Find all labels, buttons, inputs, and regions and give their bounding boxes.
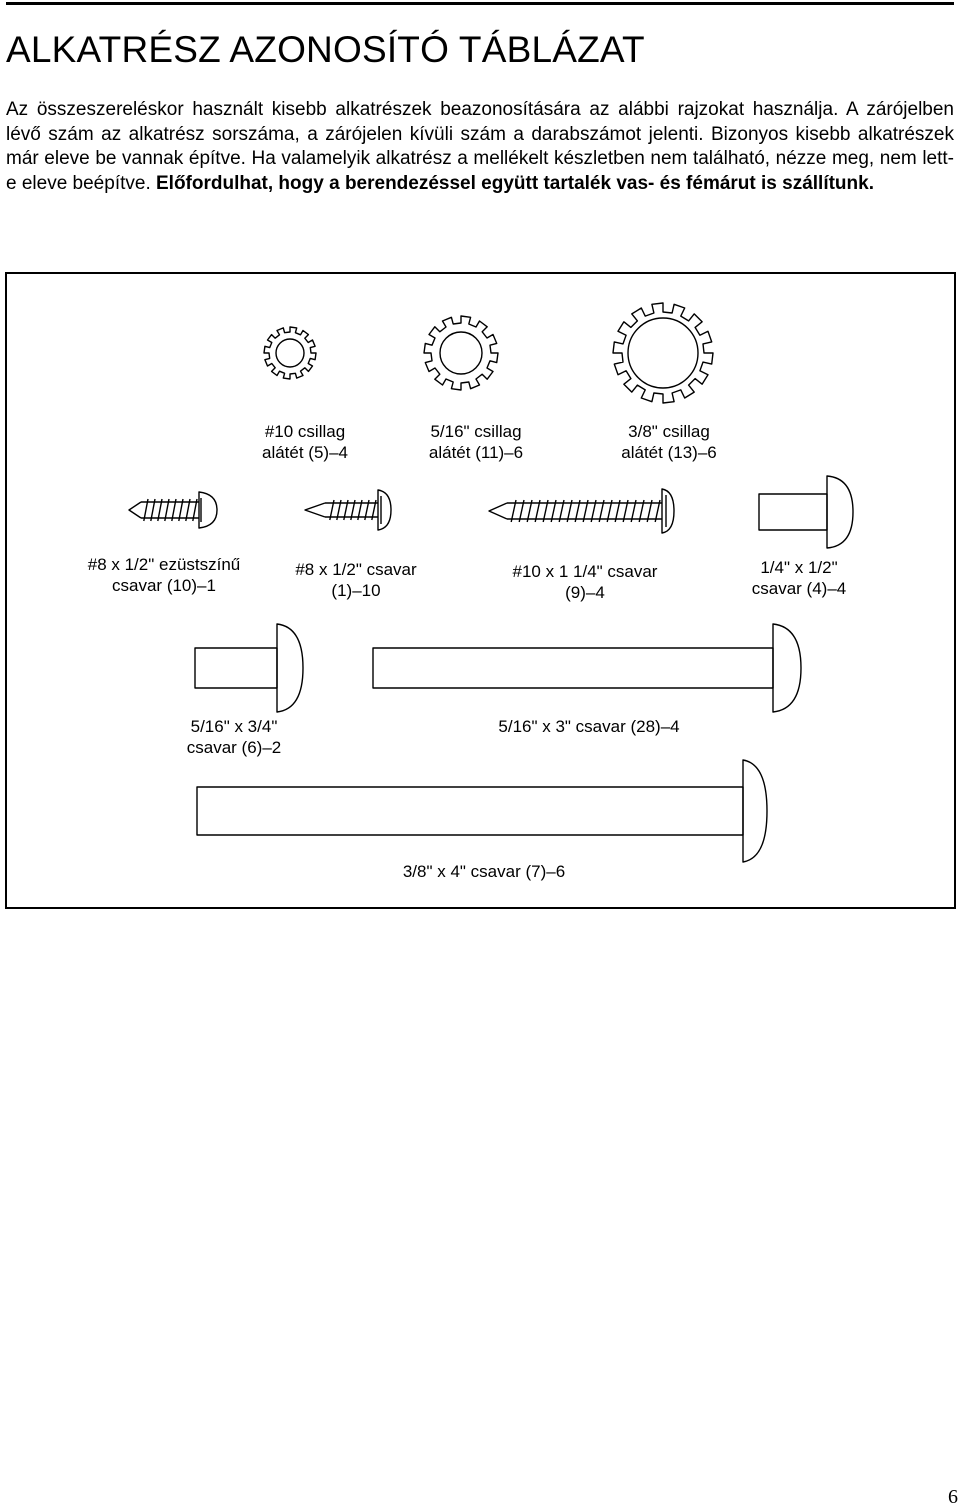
- star-washer-icon: [612, 302, 714, 404]
- part-label: #8 x 1/2" csavar (1)–10: [295, 560, 417, 600]
- part-label: 1/4" x 1/2" csavar (4)–4: [751, 558, 847, 598]
- part-label: 5/16" x 3/4" csavar (6)–2: [186, 717, 282, 757]
- parts-drawings: [128, 302, 854, 863]
- top-rule: [6, 2, 954, 5]
- page-number: 6: [948, 1486, 958, 1508]
- part-label: #10 csillag alátét (5)–4: [262, 422, 348, 462]
- screw-icon: [488, 488, 675, 534]
- intro-bold-text: Előfordulhat, hogy a berendezéssel együt…: [156, 172, 874, 194]
- part-label: 5/16" csillag alátét (11)–6: [428, 422, 524, 462]
- page-title: ALKATRÉSZ AZONOSÍTÓ TÁBLÁZAT: [6, 29, 645, 70]
- parts-identification-chart: #10 csillag alátét (5)–4 5/16" csillag a…: [5, 272, 956, 909]
- screw-icon: [128, 491, 218, 529]
- intro-text: Az összeszereléskor használt kisebb alka…: [6, 99, 954, 194]
- bolt-icon: [196, 759, 768, 863]
- bolt-icon: [194, 623, 304, 713]
- bolt-icon: [372, 623, 802, 713]
- star-washer-icon: [263, 326, 317, 380]
- bolt-icon: [758, 475, 854, 549]
- intro-paragraph: Az összeszereléskor használt kisebb alka…: [6, 98, 954, 196]
- part-label: 3/8" csillag alátét (13)–6: [621, 422, 717, 462]
- part-label: 3/8" x 4" csavar (7)–6: [402, 862, 566, 881]
- screw-icon: [304, 489, 392, 531]
- part-label: 5/16" x 3" csavar (28)–4: [498, 717, 680, 736]
- part-label: #10 x 1 1/4" csavar (9)–4: [512, 562, 658, 602]
- part-label: #8 x 1/2" ezüstszínű csavar (10)–1: [87, 555, 241, 595]
- star-washer-icon: [423, 315, 499, 391]
